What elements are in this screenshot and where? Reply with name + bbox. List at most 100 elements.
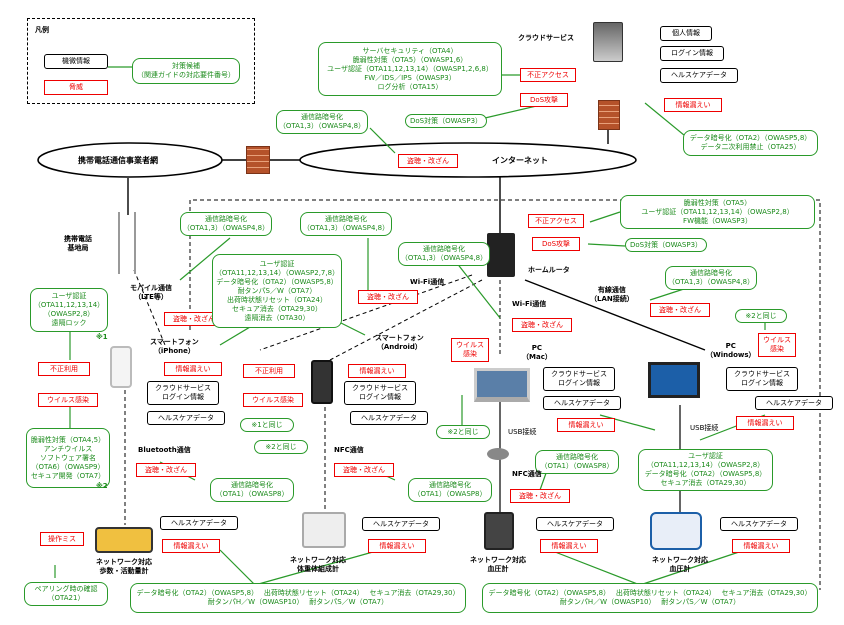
mac-data-health: ヘルスケアデータ [543, 396, 621, 410]
cloud-threat-leak: 情報漏えい [664, 98, 722, 112]
android-data-2: ログイン情報 [359, 393, 401, 401]
bp1-label-1: ネットワーク対応 [470, 556, 526, 564]
windows-measure-3: データ暗号化（OTA2）（OWASP5,8） [644, 470, 767, 478]
mac-data-1: クラウドサービス [551, 370, 607, 378]
android-label-2: （Android） [376, 343, 422, 351]
scale-label-1: ネットワーク対応 [290, 556, 346, 564]
wifi-label-mac: Wi-Fi通信 [512, 300, 547, 308]
android-label-1: スマートフォン [375, 334, 424, 342]
internet-encryption-measure: 通信路暗号化 （OTA1,3）（OWASP4,8） [276, 110, 368, 134]
iphone-center-measure-3: データ暗号化（OTA2）（OWASP5,8） [216, 277, 338, 286]
lan-measure-2: （OTA1,3）（OWASP4,8） [667, 278, 755, 286]
pedometer-pairing-measure: ペアリング時の確認 （OTA21） [24, 582, 108, 606]
base-station-label: 携帯電話 基地局 [64, 235, 92, 253]
cloud-threat-dos: DoS攻撃 [520, 93, 568, 107]
android-data-health: ヘルスケアデータ [350, 411, 428, 425]
cloud-title: クラウドサービス [518, 34, 574, 42]
cloud-server-measures: サーバセキュリティ（OTA4） 脆弱性対策（OTA5）（OWASP1,6） ユー… [318, 42, 502, 96]
cloud-measure-3: ユーザ認証（OTA11,12,13,14）（OWASP1,2,6,8） [327, 64, 493, 73]
iphone-data-2: ログイン情報 [162, 393, 204, 401]
legend-measure-box: 対策候補 （関連ガイドの対応要件番号） [132, 58, 240, 84]
mac-data-login: クラウドサービス ログイン情報 [543, 367, 615, 391]
lte-label-2: （LTE等） [134, 293, 168, 301]
firewall-icon-cloud [598, 100, 620, 130]
bluetooth-threat: 盗聴・改ざん [136, 463, 196, 477]
pedometer-label-1: ネットワーク対応 [96, 558, 152, 566]
iphone-threat-misuse: 不正利用 [38, 362, 90, 376]
scale-label: ネットワーク対応 体重体組成計 [290, 556, 346, 574]
router-wifi-measure-1: 通信路暗号化 [423, 245, 465, 253]
iphone-data-health: ヘルスケアデータ [147, 411, 225, 425]
legend-box [27, 18, 255, 104]
android-threat-leak: 情報漏えい [348, 364, 406, 378]
bp2-label-1: ネットワーク対応 [652, 556, 708, 564]
bp1-data-health: ヘルスケアデータ [536, 517, 614, 531]
pedometer-label-2: 歩数・活動量計 [99, 567, 149, 575]
nfc2-threat: 盗聴・改ざん [510, 489, 570, 503]
pedometer-pairing-1: ペアリング時の確認 [34, 585, 98, 593]
mac-threat-virus: ウイルス 感染 [451, 338, 489, 362]
bottom-right-m3: セキュア消去（OTA29,30） [721, 589, 812, 597]
wifi-label-android: Wi-Fi通信 [410, 278, 445, 286]
iphone-center-measure-5: 出荷時状態リセット（OTA24） [227, 295, 327, 304]
iphone-virus-measure-2: アンチウイルス [43, 444, 93, 453]
iphone-center-measure-6: セキュア消去（OTA29,30） [232, 304, 322, 313]
android-wifi-measure-1: 通信路暗号化 [325, 215, 367, 223]
iphone-virus-measure-4: （OTA6）（OWASP9） [31, 462, 105, 471]
server-icon [593, 22, 623, 62]
router-measure-1: 脆弱性対策（OTA5） [683, 198, 752, 207]
legend-threat-box: 脅威 [44, 80, 108, 95]
bp2-icon [650, 512, 702, 550]
scale-icon [302, 512, 346, 548]
mac-virus-1: ウイルス [456, 341, 484, 349]
bottom-left-m3: セキュア消去（OTA29,30） [369, 589, 460, 597]
firewall-icon-mobile [246, 146, 270, 174]
base-station-label-1: 携帯電話 [64, 235, 92, 243]
iphone-label: スマートフォン （iPhone） [150, 338, 199, 356]
iphone-center-measure-7: 遠隔消去（OTA30） [244, 313, 310, 322]
router-threat-access: 不正アクセス [528, 214, 584, 228]
cloud-data-health: ヘルスケアデータ [660, 68, 738, 83]
bluetooth-label: Bluetooth通信 [138, 446, 191, 454]
cloud-measure-2: 脆弱性対策（OTA5）（OWASP1,6） [352, 55, 468, 64]
android-wifi-measure-2: （OTA1,3）（OWASP4,8） [302, 224, 390, 232]
bp2-data-health: ヘルスケアデータ [720, 517, 798, 531]
windows-virus-2: 感染 [770, 345, 784, 353]
bottom-measures-right: データ暗号化（OTA2）（OWASP5,8） 出荷時状態リセット（OTA24） … [482, 583, 818, 613]
iphone-threat-virus: ウイルス感染 [38, 393, 98, 407]
cloud-data-personal: 個人情報 [660, 26, 712, 41]
bp1-label: ネットワーク対応 血圧計 [470, 556, 526, 574]
android-same-2: ※2と同じ [254, 440, 308, 454]
bp1-icon [484, 512, 514, 550]
windows-virus-1: ウイルス [763, 336, 791, 344]
wifi-mac-threat: 盗聴・改ざん [512, 318, 572, 332]
pedometer-threat-leak: 情報漏えい [162, 539, 220, 553]
android-threat-misuse: 不正利用 [243, 364, 295, 378]
router-wifi-measure: 通信路暗号化 （OTA1,3）（OWASP4,8） [398, 242, 490, 266]
android-icon [311, 360, 333, 404]
bp1-threat-leak: 情報漏えい [540, 539, 598, 553]
mac-threat-leak: 情報漏えい [557, 418, 615, 432]
iphone-virus-measure-1: 脆弱性対策（OTA4,5） [30, 435, 106, 444]
bottom-left-m5: 耐タンパS／W（OTA7） [309, 598, 389, 606]
bp1-label-2: 血圧計 [487, 565, 509, 573]
bottom-right-m2: 出荷時状態リセット（OTA24） [615, 589, 713, 597]
bluetooth-measure-2: （OTA1）（OWASP8） [215, 490, 289, 498]
nfc1-label: NFC通信 [334, 446, 364, 454]
windows-label-2: （Windows） [706, 351, 756, 359]
internet-ellipse [299, 142, 637, 178]
lan-threat: 盗聴・改ざん [650, 303, 710, 317]
android-data-1: クラウドサービス [352, 384, 408, 392]
internet-measure-line1: 通信路暗号化 [301, 113, 343, 121]
bottom-right-m4: 耐タンパH／W（OWASP10） [559, 598, 652, 606]
mac-virus-2: 感染 [463, 350, 477, 358]
pedometer-threat-op: 操作ミス [40, 532, 84, 546]
iphone-center-measure-1: ユーザ認証 [259, 259, 295, 268]
android-same-1: ※1と同じ [240, 418, 294, 432]
iphone-note-1: ※1 [96, 333, 108, 341]
iphone-left-measure-2: （OTA11,12,13,14） [33, 301, 105, 309]
windows-usb-label: USB接続 [690, 424, 719, 432]
iphone-icon [110, 346, 132, 388]
iphone-left-measure-3: （OWASP2,8） [43, 310, 95, 318]
